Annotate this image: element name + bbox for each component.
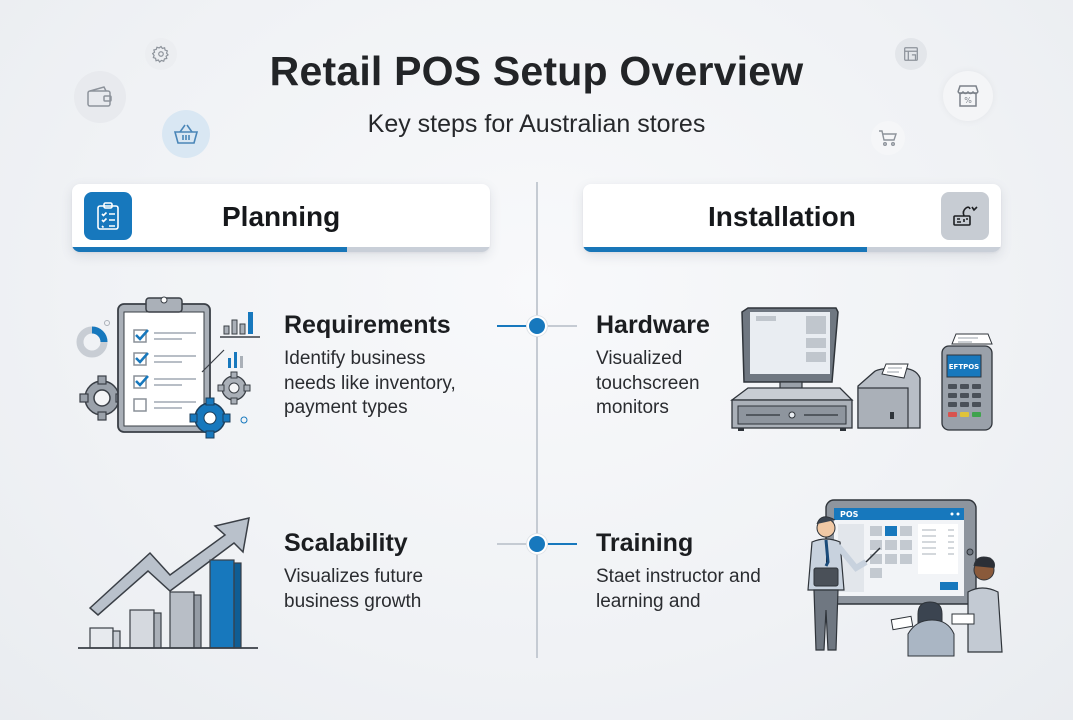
- training-desc-line-2: learning and: [596, 590, 701, 612]
- connector-left-2: [497, 543, 527, 545]
- hardware-desc-line-3: monitors: [596, 397, 669, 418]
- planning-progress-fill: [72, 247, 347, 252]
- cart-icon: [871, 121, 905, 155]
- connector-left-1: [497, 325, 527, 327]
- training-session-illustration: POS: [800, 496, 1020, 658]
- planning-label: Planning: [222, 201, 341, 232]
- hardware-title: Hardware: [596, 311, 710, 339]
- timeline-node-1: [527, 316, 547, 336]
- hardware-description: Visualized touchscreen monitors: [596, 347, 700, 421]
- scalability-title: Scalability: [284, 529, 408, 557]
- page-subtitle: Key steps for Australian stores: [367, 110, 706, 138]
- connector-right-1: [547, 325, 577, 327]
- svg-text:EFTPOS: EFTPOS: [949, 363, 979, 371]
- installation-label: Installation: [708, 201, 856, 232]
- scalability-desc-line-2: business growth: [284, 590, 422, 612]
- clipboard-checklist-icon: [84, 192, 132, 240]
- basket-icon: [162, 110, 210, 158]
- requirements-description: Identify business needs like inventory, …: [284, 347, 456, 421]
- eftpos-terminal-icon: EFTPOS: [941, 333, 993, 431]
- svg-text:%: %: [964, 96, 972, 105]
- wallet-icon: [74, 71, 126, 123]
- requirements-title: Requirements: [284, 311, 451, 339]
- student-figure-2: [951, 556, 1003, 653]
- training-description: Staet instructor and learning and: [596, 565, 761, 614]
- requirements-desc-line-3: payment types: [284, 397, 408, 418]
- growth-chart-illustration: [76, 496, 266, 654]
- discount-shop-icon: %: [943, 71, 993, 121]
- requirements-desc-line-1: Identify business: [284, 348, 426, 369]
- card-terminal-icon: [941, 192, 989, 240]
- hardware-desc-line-1: Visualized: [596, 348, 683, 369]
- storefront-icon: [895, 38, 927, 70]
- receipt-printer-icon: [857, 363, 921, 429]
- timeline-line: [536, 182, 538, 658]
- timeline-node-2: [527, 534, 547, 554]
- scalability-description: Visualizes future business growth: [284, 565, 423, 614]
- connector-right-2: [547, 543, 577, 545]
- gear-icon: [145, 38, 177, 70]
- page-title: Retail POS Setup Overview: [269, 48, 804, 94]
- cash-drawer-icon: [730, 387, 854, 431]
- installation-progress-fill: [583, 247, 867, 252]
- installation-section-header: Installation: [583, 184, 1001, 252]
- pos-hardware-illustration: EFTPOS: [726, 300, 1006, 436]
- instructor-figure: [807, 516, 881, 651]
- planning-section-header: Planning: [72, 184, 490, 252]
- training-desc-line-1: Staet instructor and: [596, 566, 761, 587]
- svg-text:POS: POS: [840, 510, 859, 519]
- hardware-desc-line-2: touchscreen: [596, 372, 700, 394]
- touchscreen-monitor-icon: [741, 307, 839, 401]
- clipboard-gears-illustration: [74, 290, 264, 440]
- requirements-desc-line-2: needs like inventory,: [284, 372, 456, 394]
- student-figure-1: [890, 601, 955, 657]
- scalability-desc-line-1: Visualizes future: [284, 566, 424, 587]
- training-title: Training: [596, 529, 694, 557]
